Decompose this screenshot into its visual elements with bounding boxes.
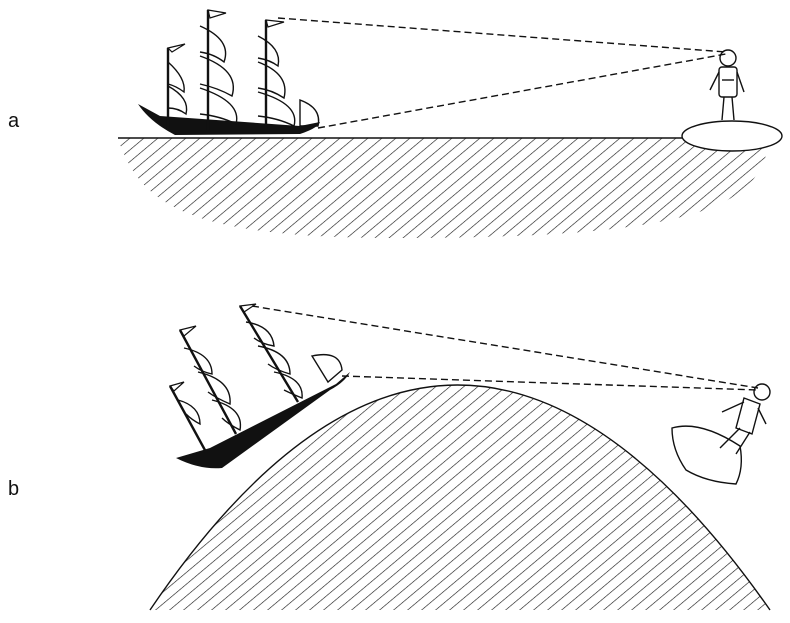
sight-lines — [252, 306, 758, 390]
panel-a — [100, 10, 790, 248]
panel-label-b: b — [8, 478, 19, 501]
panel-label-a: a — [8, 110, 19, 133]
flat-ground — [100, 138, 790, 248]
observer-figure — [710, 50, 744, 120]
mound — [682, 121, 782, 151]
curved-earth — [150, 350, 770, 620]
sailing-ship — [138, 10, 320, 135]
mound — [672, 426, 741, 484]
panel-b — [150, 304, 770, 620]
sight-lines — [278, 18, 726, 128]
